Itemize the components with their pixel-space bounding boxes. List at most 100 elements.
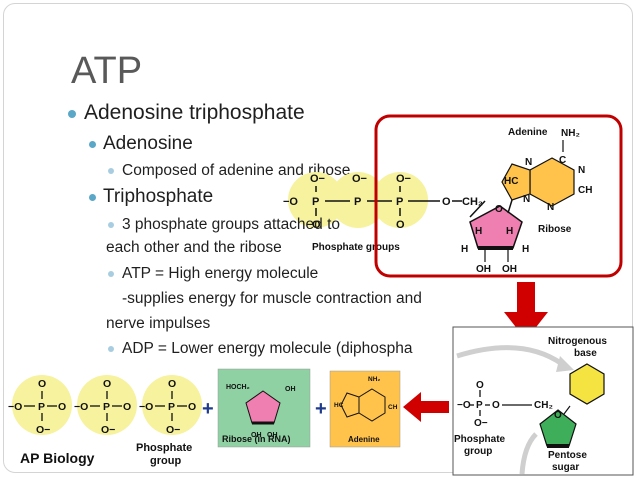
svg-text:H: H (461, 244, 468, 255)
bullet-dot (108, 271, 114, 277)
adenine-ring (340, 392, 360, 418)
nitrogenous-base-hexagon (569, 363, 605, 405)
down-arrow-icon (504, 282, 548, 340)
phosphate-circle (12, 375, 72, 435)
bullet-dot (108, 168, 114, 174)
adenine-label: Adenine (508, 127, 548, 138)
pentose-sugar-label: Pentose (548, 450, 587, 461)
svg-text:P: P (396, 196, 403, 208)
svg-text:H: H (475, 226, 482, 237)
svg-text:−O: −O (139, 401, 153, 413)
svg-text:−O: −O (457, 400, 471, 411)
svg-text:H: H (522, 244, 529, 255)
svg-text:O: O (396, 219, 405, 231)
bullet-supplies-energy: -supplies energy for muscle contraction … (122, 290, 422, 307)
svg-text:O: O (38, 378, 46, 390)
svg-text:OH: OH (251, 432, 262, 439)
svg-text:group: group (150, 455, 181, 467)
bullet-dot (89, 194, 96, 201)
svg-text:OH: OH (502, 264, 517, 275)
svg-text:HOCH₂: HOCH₂ (226, 384, 250, 391)
bullet-atp-high-energy: ATP = High energy molecule (122, 265, 319, 282)
adenine-box (329, 370, 401, 448)
adenine-label: Adenine (348, 435, 380, 444)
svg-text:OH: OH (285, 386, 296, 393)
svg-text:OH: OH (267, 432, 278, 439)
svg-text:HC: HC (334, 402, 344, 409)
plus-sign: + (315, 398, 327, 420)
bullet-adenosine: Adenosine (103, 133, 193, 154)
svg-text:O: O (123, 401, 131, 413)
svg-text:O−: O− (36, 424, 50, 436)
phosphate-circle (288, 172, 344, 228)
svg-text:P: P (476, 400, 483, 411)
bullet-dot (108, 222, 114, 228)
svg-text:OH: OH (476, 264, 491, 275)
atp-structure-diagram: −O O− P O O− P O− P O O CH₂ Phosphate gr… (283, 114, 623, 278)
svg-text:NH₂: NH₂ (368, 376, 380, 383)
svg-text:O: O (312, 219, 321, 231)
bullet-phosphate-groups: 3 phosphate groups attached to (122, 216, 341, 233)
svg-text:N: N (525, 157, 532, 168)
svg-text:H: H (506, 226, 513, 237)
svg-text:N: N (547, 202, 554, 213)
phosphate-circle (330, 172, 386, 228)
adenine-ring (529, 157, 575, 207)
phosphate-group-label: Phosphate (454, 434, 506, 445)
svg-text:O: O (103, 378, 111, 390)
adenosine-highlight-box (374, 114, 623, 278)
svg-text:O: O (442, 196, 451, 208)
svg-text:−O: −O (283, 196, 298, 208)
svg-text:CH₂: CH₂ (534, 400, 553, 411)
svg-text:O: O (554, 410, 562, 421)
bullet-supplies-energy-cont: nerve impulses (106, 315, 211, 332)
phosphate-circle (372, 172, 428, 228)
svg-text:N: N (578, 165, 585, 176)
bullet-composed-of: Composed of adenine and ribose (122, 162, 351, 179)
svg-text:NH₂: NH₂ (561, 128, 580, 139)
svg-text:O: O (168, 378, 176, 390)
bullet-dot (68, 110, 76, 118)
svg-text:O−: O− (166, 424, 180, 436)
bullet-triphosphate: Triphosphate (103, 186, 214, 207)
bullet-dot (89, 141, 96, 148)
left-arrow-icon (403, 392, 449, 422)
svg-text:base: base (574, 348, 597, 359)
svg-text:O: O (58, 401, 66, 413)
svg-text:−O: −O (8, 401, 22, 413)
slide-frame (3, 3, 633, 473)
phosphate-groups-label: Phosphate groups (312, 242, 400, 253)
svg-text:O−: O− (474, 418, 488, 429)
phosphate-circle (77, 375, 137, 435)
svg-text:sugar: sugar (552, 462, 579, 473)
phosphate-group-label: Phosphate (136, 442, 192, 454)
nitrogenous-base-label: Nitrogenous (548, 336, 607, 347)
slide-title: ATP (71, 50, 143, 92)
phosphate-circle (142, 375, 202, 435)
adenine-ring (501, 163, 531, 201)
bullet-adenosine-triphosphate: Adenosine triphosphate (84, 101, 305, 124)
svg-text:O: O (188, 401, 196, 413)
svg-text:P: P (38, 401, 45, 413)
nucleotide-diagram: Nitrogenous base O CH₂ −O P O O− O Phosp… (452, 326, 634, 476)
svg-text:−O: −O (74, 401, 88, 413)
svg-text:N: N (523, 194, 530, 205)
svg-text:O−: O− (352, 173, 367, 185)
svg-text:HC: HC (504, 176, 518, 187)
svg-text:P: P (103, 401, 110, 413)
svg-text:O: O (495, 204, 503, 215)
svg-text:CH₂: CH₂ (462, 196, 483, 208)
ribose-label: Ribose (538, 224, 572, 235)
svg-text:P: P (168, 401, 175, 413)
bullet-dot (108, 346, 114, 352)
svg-text:O: O (492, 400, 500, 411)
footer-ap-biology: AP Biology (20, 450, 95, 466)
svg-text:group: group (464, 446, 492, 457)
plus-sign: + (202, 398, 214, 420)
bullet-adp-lower-energy: ADP = Lower energy molecule (diphospha (122, 340, 413, 357)
svg-text:C: C (559, 155, 566, 166)
svg-text:O−: O− (310, 173, 325, 185)
svg-text:CH: CH (388, 404, 398, 411)
svg-text:P: P (354, 196, 361, 208)
